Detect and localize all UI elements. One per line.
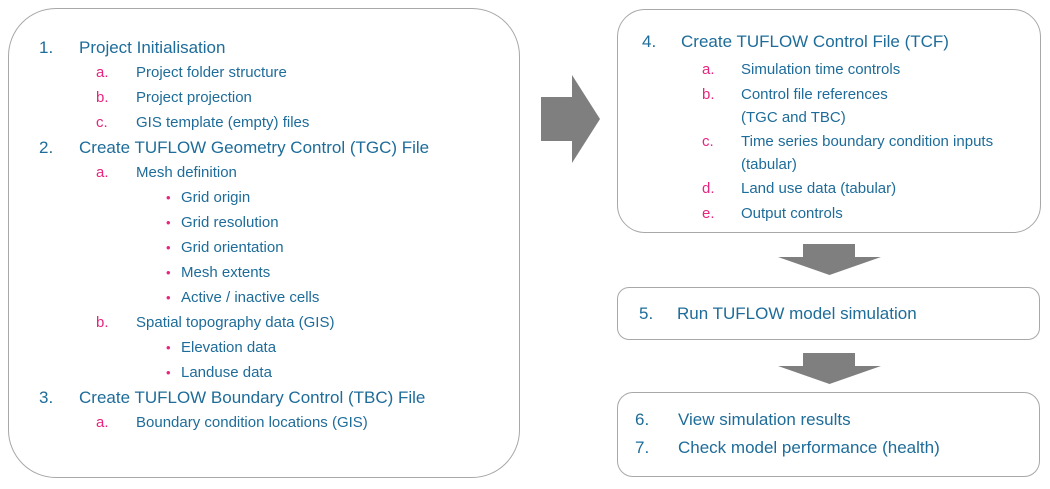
bullet-grid-origin-label: Grid origin	[181, 189, 251, 206]
item-4e: e. Output controls	[642, 201, 1030, 226]
bullet-landuse-data-label: Landuse data	[181, 364, 272, 381]
bullet-icon: •	[166, 290, 171, 305]
step-1-number: 1.	[39, 38, 54, 57]
bullet-icon: •	[166, 340, 171, 355]
item-2b-marker: b.	[96, 314, 109, 331]
step-2-title: Create TUFLOW Geometry Control (TGC) Fil…	[79, 138, 430, 157]
item-4c-label: Time series boundary condition inputs	[741, 133, 994, 150]
item-4e-marker: e.	[702, 205, 715, 222]
item-3a-marker: a.	[96, 414, 109, 431]
item-1c-marker: c.	[96, 114, 108, 131]
bullet-grid-resolution: • Grid resolution	[39, 210, 505, 235]
step-2-number: 2.	[39, 138, 54, 157]
item-2b: b. Spatial topography data (GIS)	[39, 310, 505, 335]
bullet-mesh-extents: • Mesh extents	[39, 260, 505, 285]
item-1a-marker: a.	[96, 64, 109, 81]
item-4a: a. Simulation time controls	[642, 57, 1030, 82]
item-1a-label: Project folder structure	[136, 64, 287, 81]
item-4c: c. Time series boundary condition inputs (…	[642, 129, 1030, 176]
bullet-grid-orientation-label: Grid orientation	[181, 239, 284, 256]
step-2-heading: 2. Create TUFLOW Geometry Control (TGC) F…	[39, 135, 505, 160]
item-2a-label: Mesh definition	[136, 164, 237, 181]
step-6-heading: 6. View simulation results	[635, 406, 1039, 434]
arrow-down-icon	[778, 244, 881, 280]
item-1a: a. Project folder structure	[39, 60, 505, 85]
bullet-icon: •	[166, 240, 171, 255]
bullet-active-inactive-cells: • Active / inactive cells	[39, 285, 505, 310]
item-4a-marker: a.	[702, 61, 715, 78]
step-5-title: Run TUFLOW model simulation	[677, 303, 917, 323]
item-4c-label2: (tabular)	[741, 156, 797, 173]
item-1b: b. Project projection	[39, 85, 505, 110]
step-3-title: Create TUFLOW Boundary Control (TBC) Fil…	[79, 388, 426, 407]
step-1-heading: 1. Project Initialisation	[39, 35, 505, 60]
step-4-title: Create TUFLOW Control File (TCF)	[681, 32, 949, 51]
item-1c: c. GIS template (empty) files	[39, 110, 505, 135]
bullet-active-inactive-cells-label: Active / inactive cells	[181, 289, 320, 306]
arrow-right-icon	[541, 75, 600, 168]
step-1-title: Project Initialisation	[79, 38, 226, 57]
item-4b-label: Control file references	[741, 86, 888, 103]
item-2a: a. Mesh definition	[39, 160, 505, 185]
bullet-icon: •	[166, 265, 171, 280]
bullet-elevation-data-label: Elevation data	[181, 339, 277, 356]
model-build-steps-panel: 1. Project Initialisation a. Project folde…	[8, 8, 520, 478]
step-4-number: 4.	[642, 32, 657, 51]
bullet-landuse-data: • Landuse data	[39, 360, 505, 385]
item-4b: b. Control file references (TGC and TBC)	[642, 82, 1030, 129]
run-simulation-panel: 5. Run TUFLOW model simulation	[617, 287, 1040, 340]
item-3a-label: Boundary condition locations (GIS)	[136, 414, 368, 431]
step-7-heading: 7. Check model performance (health)	[635, 434, 1039, 462]
bullet-grid-resolution-label: Grid resolution	[181, 214, 279, 231]
item-4a-label: Simulation time controls	[741, 61, 901, 78]
bullet-grid-orientation: • Grid orientation	[39, 235, 505, 260]
item-4d: d. Land use data (tabular)	[642, 176, 1030, 201]
item-2a-marker: a.	[96, 164, 109, 181]
bullet-elevation-data: • Elevation data	[39, 335, 505, 360]
step-7-number: 7.	[635, 438, 650, 457]
item-1c-label: GIS template (empty) files	[136, 114, 310, 131]
item-3a: a. Boundary condition locations (GIS)	[39, 410, 505, 435]
item-4d-marker: d.	[702, 180, 715, 197]
item-4b-label2: (TGC and TBC)	[741, 109, 846, 126]
bullet-icon: •	[166, 215, 171, 230]
item-4e-label: Output controls	[741, 205, 843, 222]
item-2b-label: Spatial topography data (GIS)	[136, 314, 335, 331]
step-6-title: View simulation results	[678, 410, 851, 429]
results-panel: 6. View simulation results 7. Check model …	[617, 392, 1040, 477]
bullet-icon: •	[166, 365, 171, 380]
item-4c-marker: c.	[702, 133, 714, 150]
item-4d-label: Land use data (tabular)	[741, 180, 897, 197]
bullet-mesh-extents-label: Mesh extents	[181, 264, 271, 281]
item-4b-marker: b.	[702, 86, 715, 103]
step-5-number: 5.	[639, 303, 654, 323]
bullet-icon: •	[166, 190, 171, 205]
item-1b-marker: b.	[96, 89, 109, 106]
step-6-number: 6.	[635, 410, 650, 429]
tcf-panel: 4. Create TUFLOW Control File (TCF) a. Sim…	[617, 9, 1041, 233]
step-3-number: 3.	[39, 388, 54, 407]
step-3-heading: 3. Create TUFLOW Boundary Control (TBC) F…	[39, 385, 505, 410]
bullet-grid-origin: • Grid origin	[39, 185, 505, 210]
step-4-heading: 4. Create TUFLOW Control File (TCF)	[642, 27, 1030, 57]
item-1b-label: Project projection	[136, 89, 252, 106]
arrow-down-icon	[778, 353, 881, 389]
step-7-title: Check model performance (health)	[678, 438, 940, 457]
